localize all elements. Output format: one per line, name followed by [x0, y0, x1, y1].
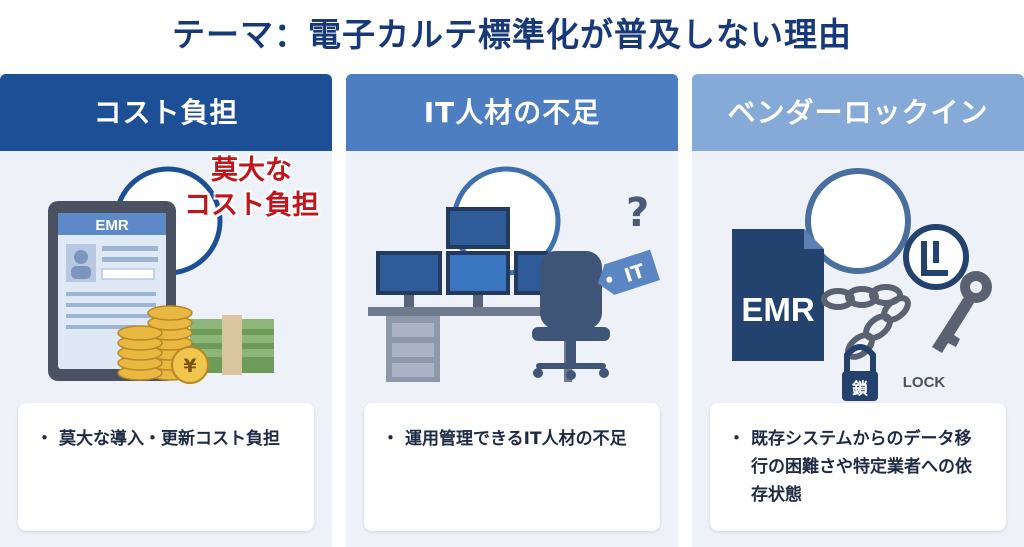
svg-text:¥: ¥ — [183, 355, 196, 377]
question-icon: ? — [626, 190, 649, 236]
bullet-card-cost: ・莫大な導入・更新コスト負担 — [18, 403, 314, 531]
column-header-it-staff: IT人材の不足 — [346, 74, 678, 151]
page-title: テーマ：電子カルテ標準化が普及しない理由 — [172, 15, 852, 54]
yen-coin-icon: ¥ — [171, 346, 209, 384]
list-item: ・莫大な導入・更新コスト負担 — [36, 429, 280, 449]
cost-illustration: EMR — [48, 166, 274, 384]
padlock-icon: 鎖 — [842, 344, 878, 401]
svg-text:EMR: EMR — [95, 217, 129, 234]
column-header-cost: コスト負担 — [0, 74, 332, 151]
list-item: ・既存システムからのデータ移行の困難さや特定業者への依存状態 — [728, 429, 972, 505]
circle-frame — [805, 168, 911, 274]
it-staff-illustration: ? IT — [368, 166, 660, 382]
sparkle-icon — [980, 503, 1008, 531]
lock-label: LOCK — [903, 374, 946, 391]
cost-callout: 莫大な コスト負担 — [184, 155, 319, 221]
list-item: ・運用管理できるIT人材の不足 — [382, 429, 627, 449]
key-icon — [932, 271, 992, 353]
svg-text:EMR: EMR — [741, 291, 815, 328]
key-ring-icon — [903, 224, 969, 290]
svg-text:鎖: 鎖 — [852, 379, 869, 398]
column-vendor-lockin: ベンダーロックイン EMR 鎖 — [692, 74, 1024, 547]
bullet-card-vendor-lockin: ・既存システムからのデータ移行の困難さや特定業者への依存状態 — [710, 403, 1006, 531]
bullet-card-it-staff: ・運用管理できるIT人材の不足 — [364, 403, 660, 531]
vendor-lockin-illustration: EMR 鎖 LOCK — [732, 168, 992, 401]
column-cost: コスト負担 EMR — [0, 74, 332, 547]
document-icon: EMR — [732, 229, 824, 361]
it-tag-icon: IT — [597, 249, 660, 295]
column-header-vendor-lockin: ベンダーロックイン — [692, 74, 1024, 151]
column-it-staff: IT人材の不足 ? — [346, 74, 678, 547]
banknote-stack-icon — [190, 315, 274, 375]
monitor-icon — [376, 207, 548, 307]
office-chair-icon — [532, 251, 610, 380]
chain-icon — [821, 284, 911, 360]
